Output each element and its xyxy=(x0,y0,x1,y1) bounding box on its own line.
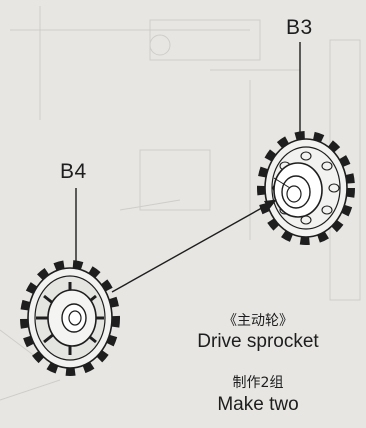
part-label-b3: B3 xyxy=(286,16,313,39)
assembly-arrow xyxy=(111,199,277,293)
sprocket-b4 xyxy=(20,260,120,376)
caption-english-quantity: Make two xyxy=(217,394,299,415)
sprocket-b3 xyxy=(257,131,355,245)
part-label-b4: B4 xyxy=(60,160,87,183)
caption-english-title: Drive sprocket xyxy=(197,331,319,352)
caption-chinese-quantity: 制作2组 xyxy=(232,375,284,391)
caption-chinese-title: 《主动轮》 xyxy=(223,313,293,329)
